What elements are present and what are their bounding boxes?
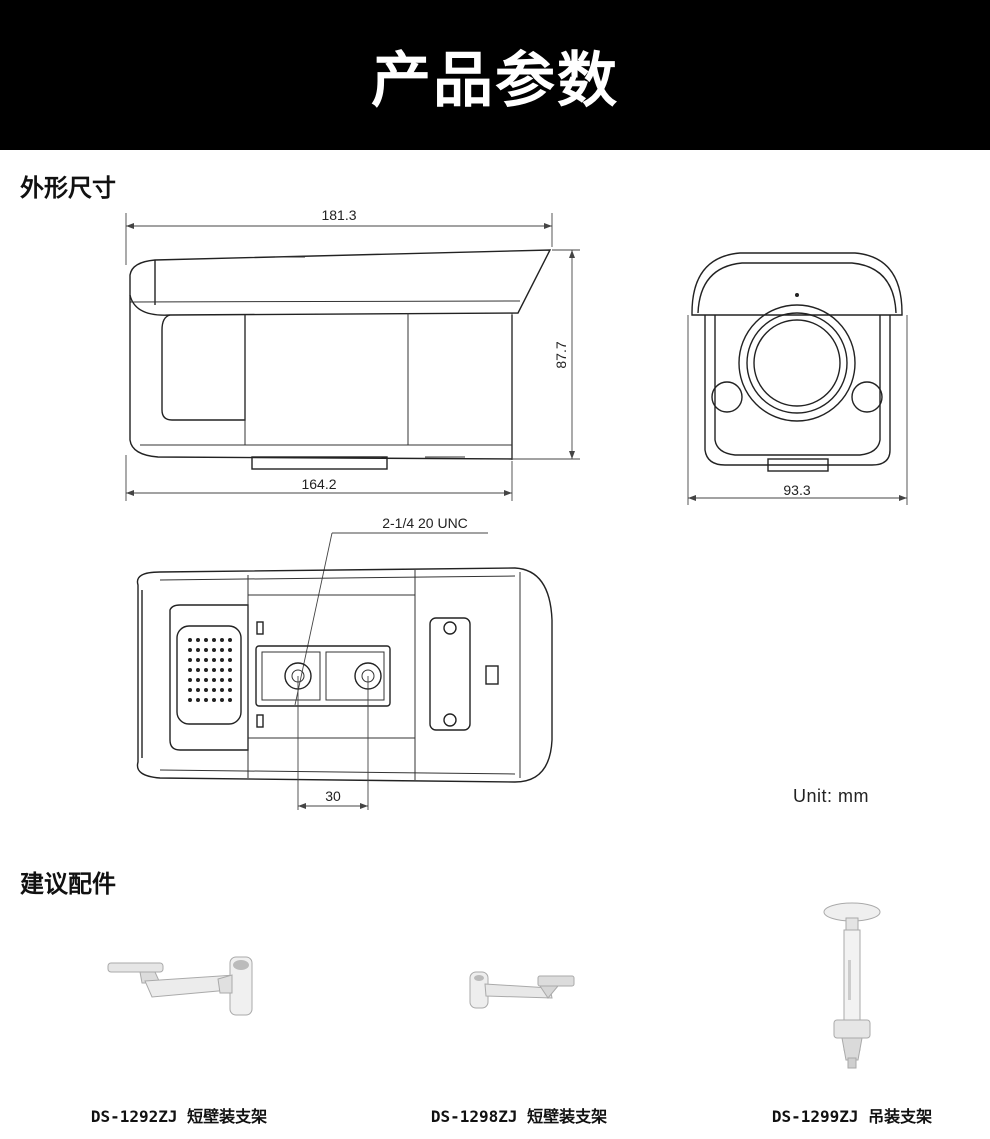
front-width-label: 93.3: [783, 482, 810, 498]
front-view-drawing: 93.3: [687, 252, 908, 505]
speaker-grille: [188, 638, 232, 702]
dimensions-section-title: 外形尺寸: [20, 174, 116, 202]
bracket-1299-image: [823, 902, 881, 1069]
accessory-caption-1299: DS-1299ZJ 吊装支架: [771, 1107, 933, 1126]
mount-thread-label: 2-1/4 20 UNC: [382, 515, 468, 531]
side-height-label: 87.7: [553, 341, 569, 368]
unit-label: Unit: mm: [793, 786, 869, 806]
side-view-drawing: 181.3 87.7 164.2: [125, 207, 580, 501]
accessory-caption-1292: DS-1292ZJ 短壁装支架: [90, 1107, 268, 1126]
bracket-1298-image: [469, 971, 575, 1009]
bottom-view-drawing: 2-1/4 20 UNC 30: [136, 515, 553, 810]
hole-spacing-label: 30: [325, 788, 341, 804]
accessories-section-title: 建议配件: [20, 870, 116, 898]
side-length-label: 181.3: [321, 207, 356, 223]
accessory-caption-1298: DS-1298ZJ 短壁装支架: [430, 1107, 608, 1126]
header-banner: 产品参数: [0, 0, 990, 150]
bracket-1292-image: [107, 956, 253, 1016]
side-bottom-length-label: 164.2: [301, 476, 336, 492]
page-title: 产品参数: [371, 45, 619, 116]
